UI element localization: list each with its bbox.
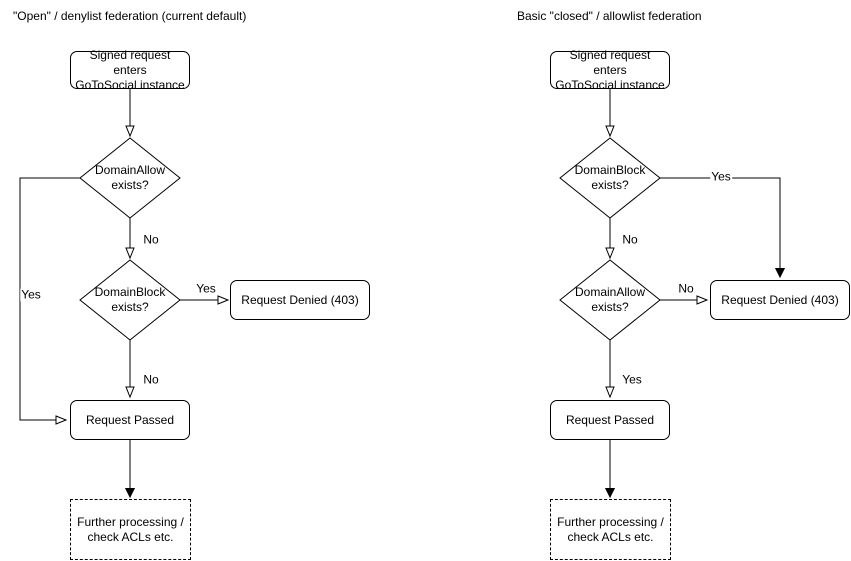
node-open-request-passed: Request Passed [70, 400, 190, 440]
edge-label-open-allowcheck-yes: Yes [20, 287, 42, 302]
node-closed-start: Signed request enters GoToSocial instanc… [550, 48, 670, 92]
diagram-title-closed-federation: Basic "closed" / allowlist federation [517, 9, 702, 23]
node-open-start: Signed request enters GoToSocial instanc… [70, 48, 190, 92]
node-closed-domainallow-check-label: DomainAllow exists? [574, 285, 646, 314]
node-closed-further-processing: Further processing / check ACLs etc. [550, 499, 671, 560]
node-closed-request-passed: Request Passed [550, 400, 670, 440]
edge-label-closed-blockcheck-no: No [621, 232, 639, 247]
decision-diamond-open-domainallow [79, 137, 181, 219]
node-open-request-denied: Request Denied (403) [230, 280, 370, 320]
node-closed-domainblock-check-label: DomainBlock exists? [574, 163, 646, 192]
edge-label-closed-allowcheck-no: No [677, 281, 695, 296]
edge-label-open-blockcheck-no: No [142, 372, 160, 387]
edge-label-closed-allowcheck-yes: Yes [621, 372, 643, 387]
edge-open-allowcheck-yes-arrow [19, 177, 80, 425]
decision-diamond-closed-domainblock [559, 137, 661, 219]
node-closed-request-denied: Request Denied (403) [710, 280, 850, 320]
node-open-domainallow-check-label: DomainAllow exists? [94, 163, 166, 192]
decision-diamond-closed-domainallow [559, 259, 661, 341]
edge-label-open-allowcheck-no: No [142, 232, 160, 247]
diagram-title-open-federation: "Open" / denylist federation (current de… [13, 9, 247, 23]
edge-label-open-blockcheck-yes: Yes [195, 281, 217, 296]
node-open-further-processing: Further processing / check ACLs etc. [70, 499, 191, 560]
edge-closed-blockcheck-yes-arrow [660, 177, 780, 277]
decision-diamond-open-domainblock [79, 259, 181, 341]
node-open-domainblock-check-label: DomainBlock exists? [94, 285, 166, 314]
edge-label-closed-blockcheck-yes: Yes [710, 169, 732, 184]
